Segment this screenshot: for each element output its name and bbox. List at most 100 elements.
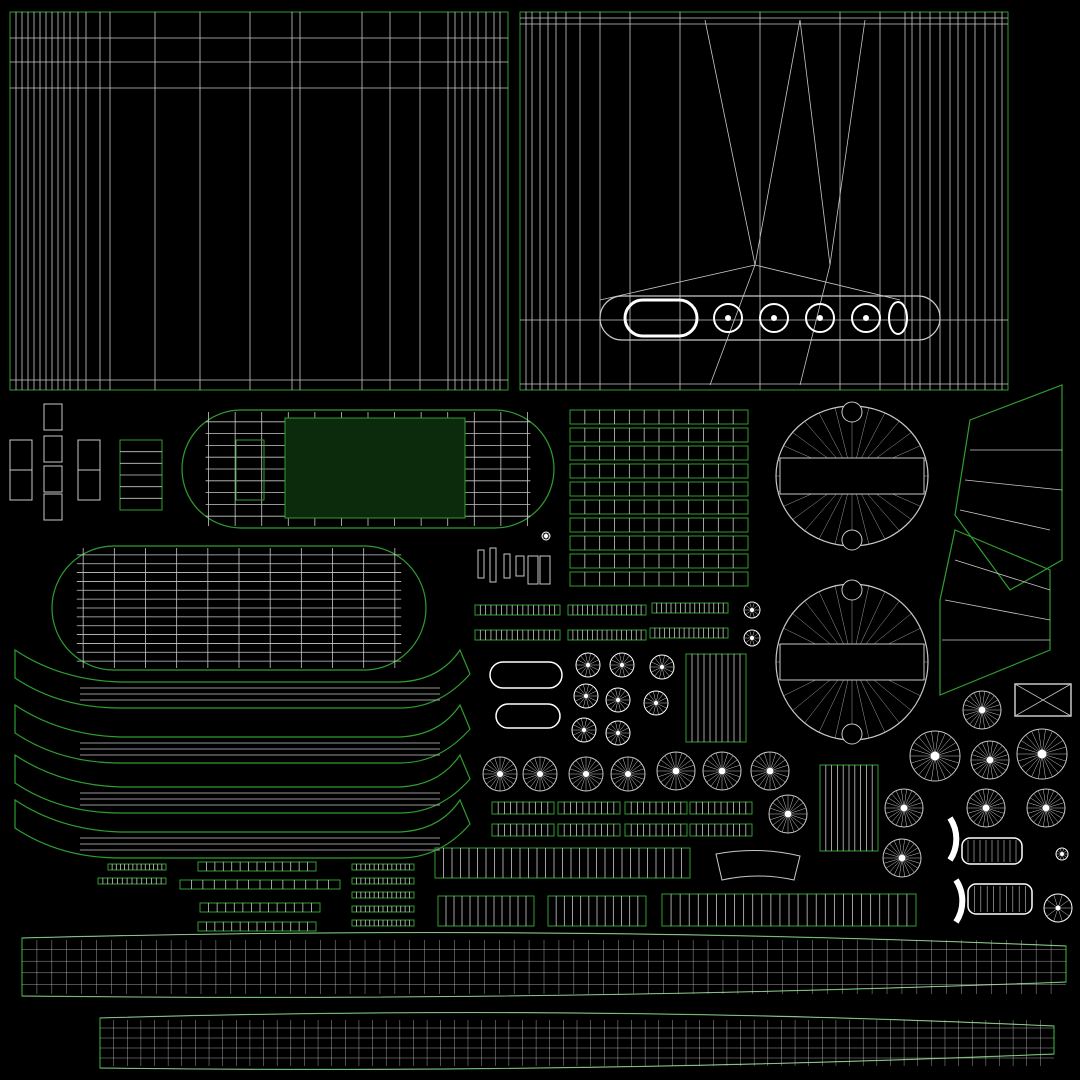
island-outline — [539, 555, 551, 585]
radial-center — [659, 664, 665, 670]
island-outline — [1014, 683, 1072, 717]
wave-edge — [21, 981, 1067, 998]
wire-line — [959, 509, 1051, 531]
mini-capsule — [489, 661, 563, 689]
wire-line — [599, 264, 756, 301]
wire-line — [964, 479, 1063, 491]
radial-center — [982, 804, 990, 812]
curved-strip — [14, 798, 471, 859]
wire-line — [754, 264, 901, 301]
lobe-notch — [841, 723, 863, 745]
island-outline — [489, 547, 497, 583]
radial-center — [536, 770, 544, 778]
hole-center — [771, 315, 777, 321]
island-outline — [77, 469, 101, 501]
hole — [759, 303, 789, 333]
lobe-notch — [841, 529, 863, 551]
radial-center — [718, 767, 726, 775]
wave-edge — [99, 1053, 1055, 1070]
wire-line — [799, 19, 831, 266]
hole-center — [863, 315, 869, 321]
radial-center — [653, 700, 659, 706]
wire-line — [1014, 683, 1072, 717]
skewed-panel — [954, 384, 1063, 591]
radial-center — [615, 730, 621, 736]
radial-center — [750, 608, 754, 612]
oval — [888, 301, 908, 335]
radial-center — [615, 697, 621, 703]
radial-center — [544, 534, 548, 538]
radial-center — [583, 693, 589, 699]
wire-line — [704, 19, 756, 266]
lobe-band — [779, 457, 925, 495]
radial-center — [900, 804, 908, 812]
island-outline — [43, 435, 63, 463]
uv-island-circles — [482, 531, 1073, 924]
radial-center — [1037, 749, 1047, 759]
island-outline — [503, 553, 511, 579]
island-outline — [235, 439, 265, 501]
radial-center — [496, 770, 504, 778]
uv-island-large-panel-right — [519, 11, 1009, 391]
wire-line — [799, 264, 831, 386]
island-outline — [43, 493, 63, 521]
wire-line — [954, 559, 1051, 591]
radial-center — [784, 810, 792, 818]
uv-island-small-parts — [9, 384, 1072, 932]
lobe-notch — [841, 401, 863, 423]
wave-edge — [21, 932, 1067, 947]
curved-strip — [14, 753, 471, 814]
curved-strip — [14, 703, 471, 764]
island-outline — [527, 555, 539, 585]
mini-capsule — [495, 703, 561, 729]
capsule-bottom — [51, 545, 427, 671]
wire-line — [754, 19, 801, 266]
radial-center — [582, 770, 590, 778]
radial-center — [930, 751, 940, 761]
hole — [851, 303, 881, 333]
arc-piece — [953, 878, 966, 924]
wire-line — [709, 264, 756, 386]
island-outline — [9, 469, 33, 501]
radial-center — [898, 854, 906, 862]
island-outline — [519, 11, 1009, 391]
radial-center — [986, 756, 994, 764]
capsule-top — [181, 409, 555, 529]
bent-piece — [715, 849, 801, 881]
island-outline — [9, 11, 509, 391]
wave-edge — [99, 1012, 1055, 1027]
radial-center — [619, 662, 625, 668]
uv-island-lobed-pieces — [775, 401, 929, 745]
uv-island-curved-strips — [14, 648, 471, 859]
slot — [623, 298, 699, 338]
island-outline — [43, 465, 63, 493]
radial-center — [766, 767, 774, 775]
wire-line — [829, 19, 866, 266]
uv-island-long-bottom-strips — [21, 931, 1067, 1070]
cylinder-piece — [967, 883, 1033, 915]
radial-center — [978, 706, 986, 714]
arc-piece — [947, 816, 960, 862]
uv-island-large-panel-left — [9, 11, 509, 391]
radial-center — [1060, 852, 1064, 856]
hole — [805, 303, 835, 333]
radial-center — [672, 767, 680, 775]
hole-center — [817, 315, 823, 321]
radial-center — [750, 636, 754, 640]
hole-center — [725, 315, 731, 321]
radial-center — [1042, 804, 1050, 812]
radial-center — [1055, 905, 1061, 911]
band — [599, 295, 941, 341]
radial-center — [624, 770, 632, 778]
cylinder-piece — [961, 837, 1023, 865]
lobe-band — [779, 643, 925, 681]
hole — [713, 303, 743, 333]
curved-strip — [14, 648, 471, 709]
wire-line — [944, 599, 1051, 621]
uv-island-capsules — [51, 409, 555, 671]
lobe-notch — [841, 579, 863, 601]
island-outline — [43, 403, 63, 431]
island-outline — [477, 549, 485, 579]
skewed-panel — [939, 529, 1051, 696]
